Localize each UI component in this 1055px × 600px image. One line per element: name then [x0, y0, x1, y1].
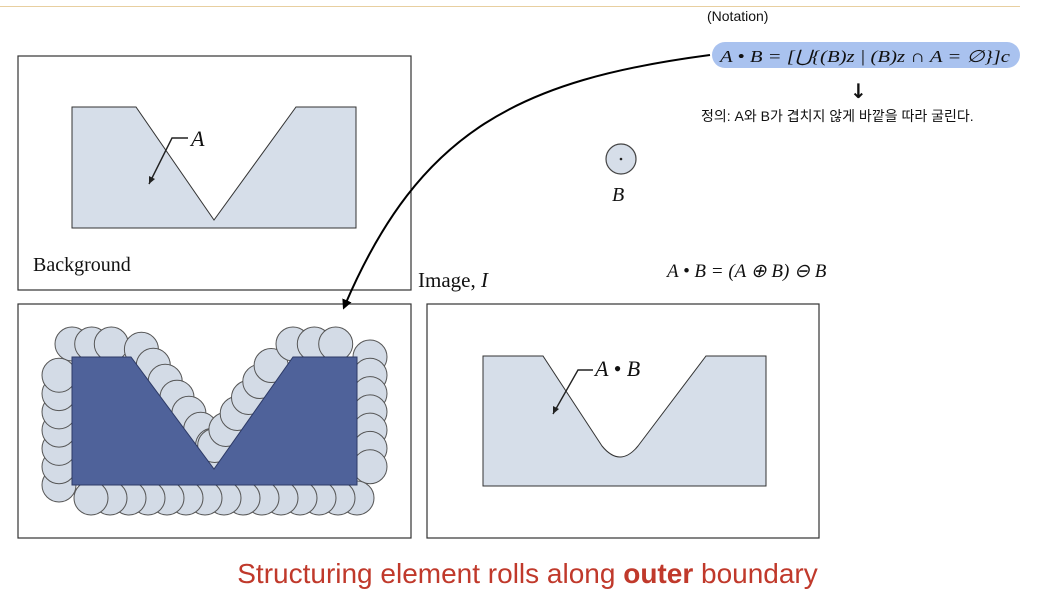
header-rule [0, 6, 1020, 7]
label-background: Background [33, 254, 131, 276]
down-arrow-icon: ↓ [850, 79, 867, 103]
rolling-circle [41, 357, 77, 393]
rolling-circle [352, 449, 388, 485]
caption-bold: outer [623, 558, 694, 589]
label-ab-pointer-head [553, 406, 559, 414]
caption-before: Structuring element rolls along [237, 558, 624, 589]
label-a-pointer-head [149, 176, 155, 184]
rolling-circles [41, 326, 388, 516]
caption-after: boundary [693, 558, 818, 589]
closing-formula: A • B = [⋃{(B)z | (B)z ∩ A = ∅}]c [719, 47, 1011, 66]
caption: Structuring element rolls along outer bo… [0, 558, 1055, 590]
structuring-element-origin [619, 157, 623, 161]
set-a-dark [71, 356, 358, 486]
label-image-prefix: Image, [418, 268, 481, 292]
label-b: B [612, 184, 625, 206]
label-image-var: I [480, 268, 488, 292]
curved-arrow [342, 54, 711, 310]
closing-identity: A • B = (A ⊕ B) ⊖ B [667, 261, 827, 282]
label-a-pointer [148, 137, 188, 185]
closing-result-shape [482, 355, 767, 487]
rolling-circle [73, 480, 109, 516]
label-image: Image, I [418, 268, 488, 293]
result-label: A • B [593, 356, 640, 381]
set-a-shape [71, 106, 357, 229]
label-a: A [189, 126, 205, 151]
definition-text: 정의: A와 B가 겹치지 않게 바깥을 따라 굴린다. [701, 108, 974, 124]
rolling-circle [93, 326, 129, 362]
notation-label: (Notation) [707, 8, 769, 24]
formula-highlight [712, 42, 1020, 68]
rolling-circle [318, 326, 354, 362]
label-ab-pointer [552, 369, 593, 415]
